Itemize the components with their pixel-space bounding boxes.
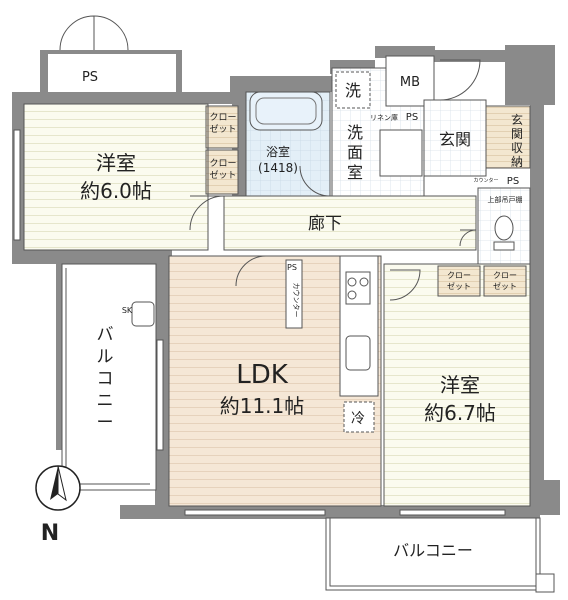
closet-e xyxy=(437,265,481,297)
closet-b-label-2: ゼット xyxy=(209,169,236,181)
washer-mark: 洗 xyxy=(345,81,361,100)
entrance-storage-char-2: 関 xyxy=(511,127,523,141)
washroom-char-1: 洗 xyxy=(347,123,363,142)
closet-a-label-2: ゼット xyxy=(209,123,236,135)
closet-d-frame xyxy=(207,149,239,195)
bathroom-name: 浴室 xyxy=(266,144,290,159)
closet-c-frame xyxy=(207,105,239,149)
balcony-west-char-4: ニ xyxy=(97,391,114,411)
closet-a-label-1: クロー xyxy=(209,112,236,123)
western-room-1-area: 約6.0帖 xyxy=(80,179,152,203)
balcony-west-char-3: コ xyxy=(97,369,114,389)
compass-icon xyxy=(35,465,81,511)
closet-c-label-1: クロー xyxy=(447,271,471,280)
doors xyxy=(59,15,481,301)
counter-label: カウンター xyxy=(292,283,301,318)
ps-top-label: PS xyxy=(82,70,98,85)
entrance-floor xyxy=(423,99,487,177)
western-room-1-name: 洋室 xyxy=(96,151,136,175)
entrance-storage-char-4: 納 xyxy=(511,155,523,169)
washroom-char-2: 面 xyxy=(347,143,363,162)
balcony-south-label: バルコニー xyxy=(393,541,473,560)
counter-small-label: カウンター xyxy=(473,177,498,184)
linen-label: リネン庫 xyxy=(370,113,398,122)
balcony-west-char-1: バ xyxy=(97,325,114,345)
counter-shelf xyxy=(285,259,303,329)
ldk-name: LDK xyxy=(236,360,289,390)
mb-label: MB xyxy=(400,75,420,90)
ps-entrance-label: PS xyxy=(507,176,519,187)
entrance-storage-char-1: 玄 xyxy=(511,112,523,127)
upper-cabinet-label: 上部吊戸棚 xyxy=(488,195,523,204)
mb-box xyxy=(385,55,435,107)
closet-d-label-1: クロー xyxy=(493,271,517,280)
fridge-label: 冷 xyxy=(351,411,365,427)
washer-space xyxy=(335,71,371,109)
hallway-floor xyxy=(223,195,477,251)
sk-label: SK xyxy=(122,306,133,315)
closet-b-label-1: クロー xyxy=(209,158,236,169)
ps-kitchen-label: PS xyxy=(287,263,297,272)
windows xyxy=(13,129,506,516)
balcony-south xyxy=(325,517,541,591)
bathroom-size: (1418) xyxy=(258,161,298,175)
bathtub xyxy=(249,91,323,131)
washroom-char-3: 室 xyxy=(347,163,363,182)
western-room-2-area: 約6.7帖 xyxy=(424,401,496,425)
closet-f xyxy=(483,265,527,297)
vanity xyxy=(379,129,423,177)
ldk-area: 約11.1帖 xyxy=(220,394,305,418)
balcony-west-char-2: ル xyxy=(97,347,114,367)
ps-wash-label: PS xyxy=(406,112,418,123)
western-room-2-name: 洋室 xyxy=(440,373,480,397)
entrance-label: 玄関 xyxy=(439,130,471,149)
closet-d-label-2: ゼット xyxy=(493,281,517,291)
entrance-storage xyxy=(485,105,531,169)
fridge-space xyxy=(343,401,375,433)
western-room-1-floor xyxy=(23,103,209,251)
compass-north-label: N xyxy=(41,521,59,546)
balcony-west-char-5: ー xyxy=(97,413,114,433)
entrance-storage-char-3: 収 xyxy=(511,141,523,155)
closet-c-label-2: ゼット xyxy=(447,281,471,291)
hallway-label: 廊下 xyxy=(308,214,342,234)
western-room-2-floor xyxy=(383,263,531,507)
